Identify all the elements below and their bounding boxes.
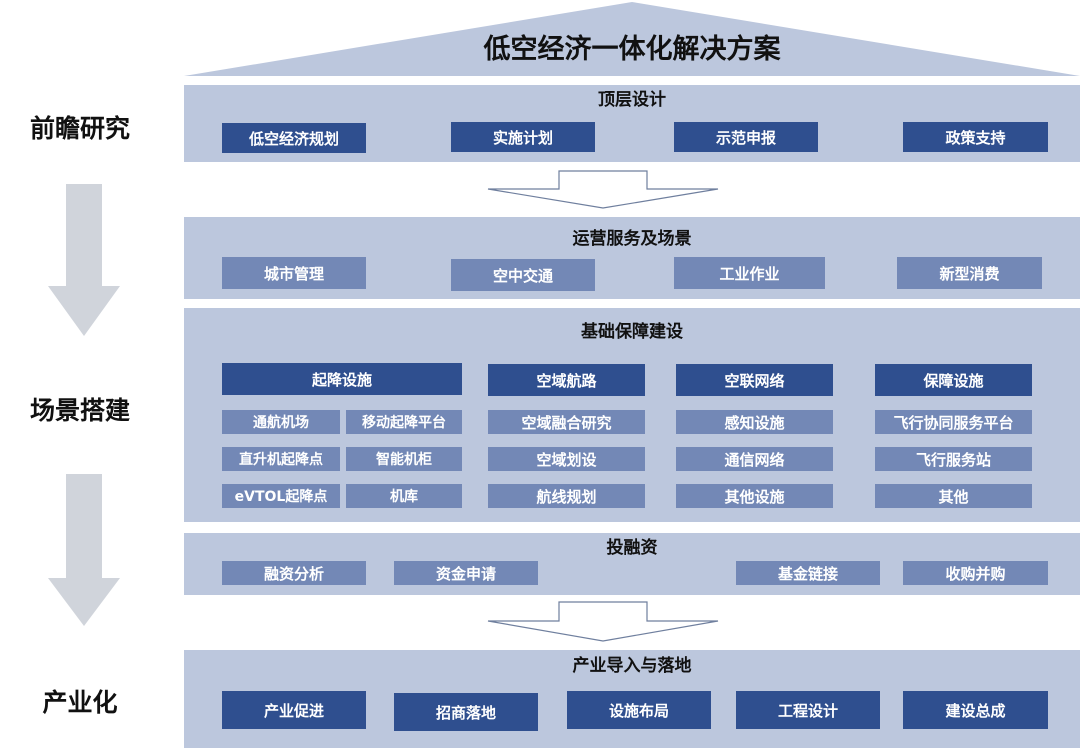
item-mobile-landing-platform: 移动起降平台 <box>346 410 462 434</box>
item-general-airport: 通航机场 <box>222 410 340 434</box>
group-header-support-facilities: 保障设施 <box>875 364 1032 396</box>
item-engineering-design: 工程设计 <box>736 691 880 729</box>
panel-title-infrastructure: 基础保障建设 <box>581 322 683 342</box>
item-other-facilities: 其他设施 <box>676 484 833 508</box>
panel-title-top-design: 顶层设计 <box>598 90 666 110</box>
item-route-planning: 航线规划 <box>488 484 645 508</box>
flow-down-arrow-1 <box>487 170 719 209</box>
item-low-altitude-planning: 低空经济规划 <box>222 123 366 153</box>
stage-label-research: 前瞻研究 <box>29 114 130 143</box>
item-communication-network: 通信网络 <box>676 447 833 471</box>
page-title: 低空经济一体化解决方案 <box>483 34 781 65</box>
item-other: 其他 <box>875 484 1032 508</box>
group-header-air-network: 空联网络 <box>676 364 833 396</box>
item-investment-attraction: 招商落地 <box>394 693 538 731</box>
item-new-consumption: 新型消费 <box>897 257 1042 289</box>
item-merger-acquisition: 收购并购 <box>903 561 1048 585</box>
group-header-takeoff-facilities: 起降设施 <box>222 363 462 395</box>
roof-triangle <box>184 2 1080 76</box>
item-industry-promotion: 产业促进 <box>222 691 366 729</box>
item-air-traffic: 空中交通 <box>451 259 595 291</box>
item-industrial-operation: 工业作业 <box>674 257 825 289</box>
item-policy-support: 政策支持 <box>903 122 1048 152</box>
item-demonstration-application: 示范申报 <box>674 122 818 152</box>
item-facility-layout: 设施布局 <box>567 691 711 729</box>
item-hangar: 机库 <box>346 484 462 508</box>
item-airspace-division: 空域划设 <box>488 447 645 471</box>
item-flight-service-station: 飞行服务站 <box>875 447 1032 471</box>
panel-title-investment: 投融资 <box>606 538 658 558</box>
item-fund-linkage: 基金链接 <box>736 561 880 585</box>
side-down-arrow-1 <box>48 184 120 336</box>
item-construction-integration: 建设总成 <box>903 691 1048 729</box>
group-header-airspace-routes: 空域航路 <box>488 364 645 396</box>
item-city-management: 城市管理 <box>222 257 366 289</box>
stage-label-scenario: 场景搭建 <box>29 396 130 425</box>
panel-title-industry: 产业导入与落地 <box>572 656 692 676</box>
item-flight-coordination-platform: 飞行协同服务平台 <box>875 410 1032 434</box>
stage-label-industrialization: 产业化 <box>42 688 118 717</box>
item-helipad: 直升机起降点 <box>222 447 340 471</box>
flow-down-arrow-2 <box>487 601 719 642</box>
item-evtol-landing-point: eVTOL起降点 <box>222 484 340 508</box>
item-implementation-plan: 实施计划 <box>451 122 595 152</box>
side-down-arrow-2 <box>48 474 120 626</box>
item-sensing-facilities: 感知设施 <box>676 410 833 434</box>
item-financing-analysis: 融资分析 <box>222 561 366 585</box>
item-airspace-integration-research: 空域融合研究 <box>488 410 645 434</box>
item-smart-cabinet: 智能机柜 <box>346 447 462 471</box>
item-fund-application: 资金申请 <box>394 561 538 585</box>
panel-title-operations: 运营服务及场景 <box>572 229 692 249</box>
